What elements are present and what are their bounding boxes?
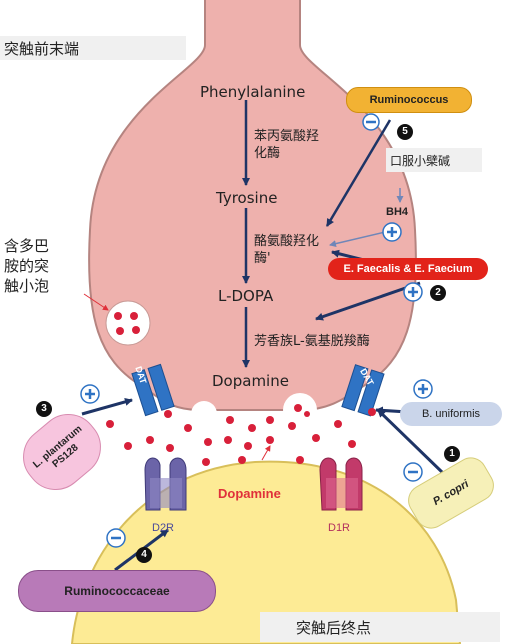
presynaptic-title: 突触前末端 — [4, 40, 80, 58]
d1r-receptor — [319, 457, 363, 511]
aadc-label: 芳香族L-氨基脱羧酶 — [254, 334, 370, 349]
bh4-label: BH4 — [386, 206, 409, 218]
tyrosine-hydroxylase-label: 酪氨酸羟化 酶' — [254, 234, 320, 266]
tyrosine-label: Tyrosine — [216, 189, 278, 207]
ruminococcaceae-label: Ruminococcaceae — [64, 584, 170, 598]
ruminococcus-pill: Ruminococcus — [346, 87, 472, 113]
badge-5: 5 — [397, 124, 413, 140]
dopamine-cleft-label: Dopamine — [218, 486, 281, 501]
vesicle — [105, 300, 151, 346]
badge-4: 4 — [136, 547, 152, 563]
ruminococcus-label: Ruminococcus — [369, 94, 449, 106]
arrow-copri-dat — [376, 408, 446, 476]
uniformis-label: B. uniformis — [421, 408, 481, 420]
phenylalanine-label: Phenylalanine — [200, 83, 306, 101]
dopamine-intracellular-label: Dopamine — [212, 372, 289, 390]
d1r-label: D1R — [328, 522, 351, 534]
fusing-vesicles — [191, 393, 317, 427]
arrow-faecalis-enzyme2 — [315, 281, 421, 321]
arrow-dopamine-label — [261, 445, 271, 461]
copri-label: P. copri — [431, 478, 471, 508]
berberine-label: 口服小檗碱 — [390, 154, 451, 168]
vesicle-label: 含多巴 胺的突 触小泡 — [4, 237, 50, 295]
berberine-box — [386, 148, 482, 172]
postsynaptic-title: 突触后终点 — [296, 619, 372, 637]
cleft-dopamine — [106, 408, 376, 466]
arrow-vesicle-label — [83, 293, 109, 311]
faecalis-pill: E. Faecalis & E. Faecium — [328, 258, 488, 280]
vesicle-dopamine — [114, 312, 140, 335]
uniformis-pill: B. uniformis — [400, 402, 502, 426]
phenylalanine-hydroxylase-label: 苯丙氨酸羟 化酶 — [254, 129, 320, 161]
presynaptic-title-bg — [0, 36, 186, 60]
postsynaptic-title-bg — [260, 612, 500, 642]
d2r-label: D2R — [152, 522, 175, 534]
d2r-receptor — [144, 457, 187, 511]
arrow-plantarum-dat — [81, 398, 133, 416]
badge-3: 3 — [36, 401, 52, 417]
badge-2: 2 — [430, 285, 446, 301]
arrow-bh4-enzyme — [329, 231, 386, 248]
dat-left — [131, 363, 175, 417]
badge-1: 1 — [444, 446, 460, 462]
ldopa-label: L-DOPA — [218, 287, 274, 305]
ruminococcaceae-pill: Ruminococcaceae — [18, 570, 216, 612]
dat-right — [341, 364, 385, 417]
faecalis-label: E. Faecalis & E. Faecium — [343, 263, 473, 275]
arrow-ruminococcus-enzyme — [325, 119, 392, 227]
